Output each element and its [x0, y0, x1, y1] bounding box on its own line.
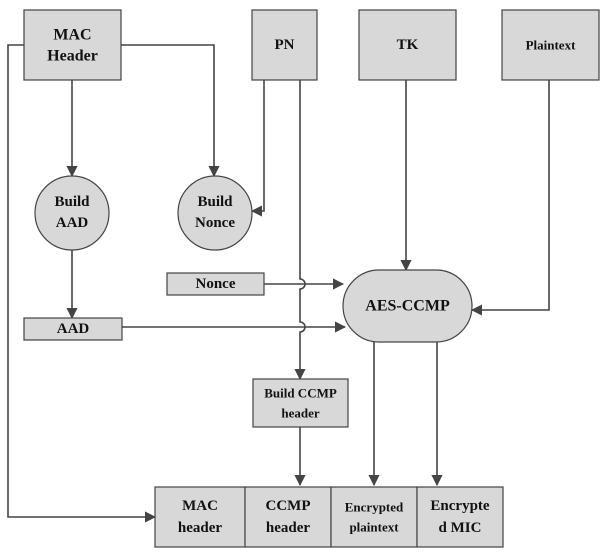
arrow-mac-to-output-mac-header — [7, 44, 157, 523]
process-aes-ccmp: AES-CCMP — [342, 269, 473, 343]
output-ccmp-header: CCMP header — [244, 486, 332, 548]
output-encrypted-plaintext: Encrypted plaintext — [330, 486, 418, 548]
output-mac-header-line1: MAC — [182, 498, 218, 514]
output-encrypted-plaintext-line1: Encrypted — [345, 500, 404, 515]
process-build-ccmp-header-line2: header — [281, 406, 320, 421]
output-encrypted-mic: Encrypte d MIC — [416, 486, 504, 548]
process-build-nonce: Build Nonce — [177, 175, 253, 251]
input-plaintext: Plaintext — [501, 9, 600, 81]
input-mac-header: MAC Header — [23, 9, 122, 81]
output-encrypted-plaintext-line2: plaintext — [349, 520, 399, 535]
input-tk: TK — [358, 9, 457, 81]
process-build-aad: Build AAD — [34, 175, 110, 251]
output-encrypted-mic-line2: d MIC — [439, 520, 482, 536]
process-build-ccmp-header: Build CCMP header — [252, 378, 349, 428]
input-mac-header-line2: Header — [47, 48, 98, 65]
process-aes-ccmp-label: AES-CCMP — [365, 298, 450, 315]
output-encrypted-mic-line1: Encrypte — [430, 498, 490, 514]
process-build-ccmp-header-line1: Build CCMP — [264, 386, 337, 401]
intermediate-nonce: Nonce — [166, 272, 265, 296]
output-frame: MAC header CCMP header Encrypted plainte… — [154, 486, 504, 548]
connectors — [7, 44, 550, 523]
output-ccmp-header-line1: CCMP — [266, 498, 311, 514]
process-build-nonce-line1: Build — [197, 194, 233, 210]
arrow-pn-to-build-ccmp-header — [294, 80, 306, 381]
arrow-mac-to-build-nonce — [121, 44, 220, 178]
output-ccmp-header-line2: header — [266, 520, 311, 536]
process-build-aad-line1: Build — [54, 194, 90, 210]
input-pn-label: PN — [275, 37, 295, 53]
input-plaintext-label: Plaintext — [526, 38, 576, 53]
process-build-aad-line2: AAD — [56, 215, 89, 231]
output-mac-header: MAC header — [154, 486, 246, 548]
output-mac-header-line2: header — [178, 520, 223, 536]
intermediate-aad-label: AAD — [57, 321, 90, 337]
intermediate-aad: AAD — [23, 317, 123, 341]
input-mac-header-line1: MAC — [53, 27, 91, 44]
process-build-nonce-line2: Nonce — [195, 215, 235, 231]
arrow-pn-to-build-nonce — [250, 80, 265, 217]
input-tk-label: TK — [397, 37, 419, 53]
arrow-plaintext-to-aes-ccmp — [470, 80, 550, 316]
intermediate-nonce-label: Nonce — [196, 276, 236, 292]
input-pn: PN — [251, 9, 318, 81]
